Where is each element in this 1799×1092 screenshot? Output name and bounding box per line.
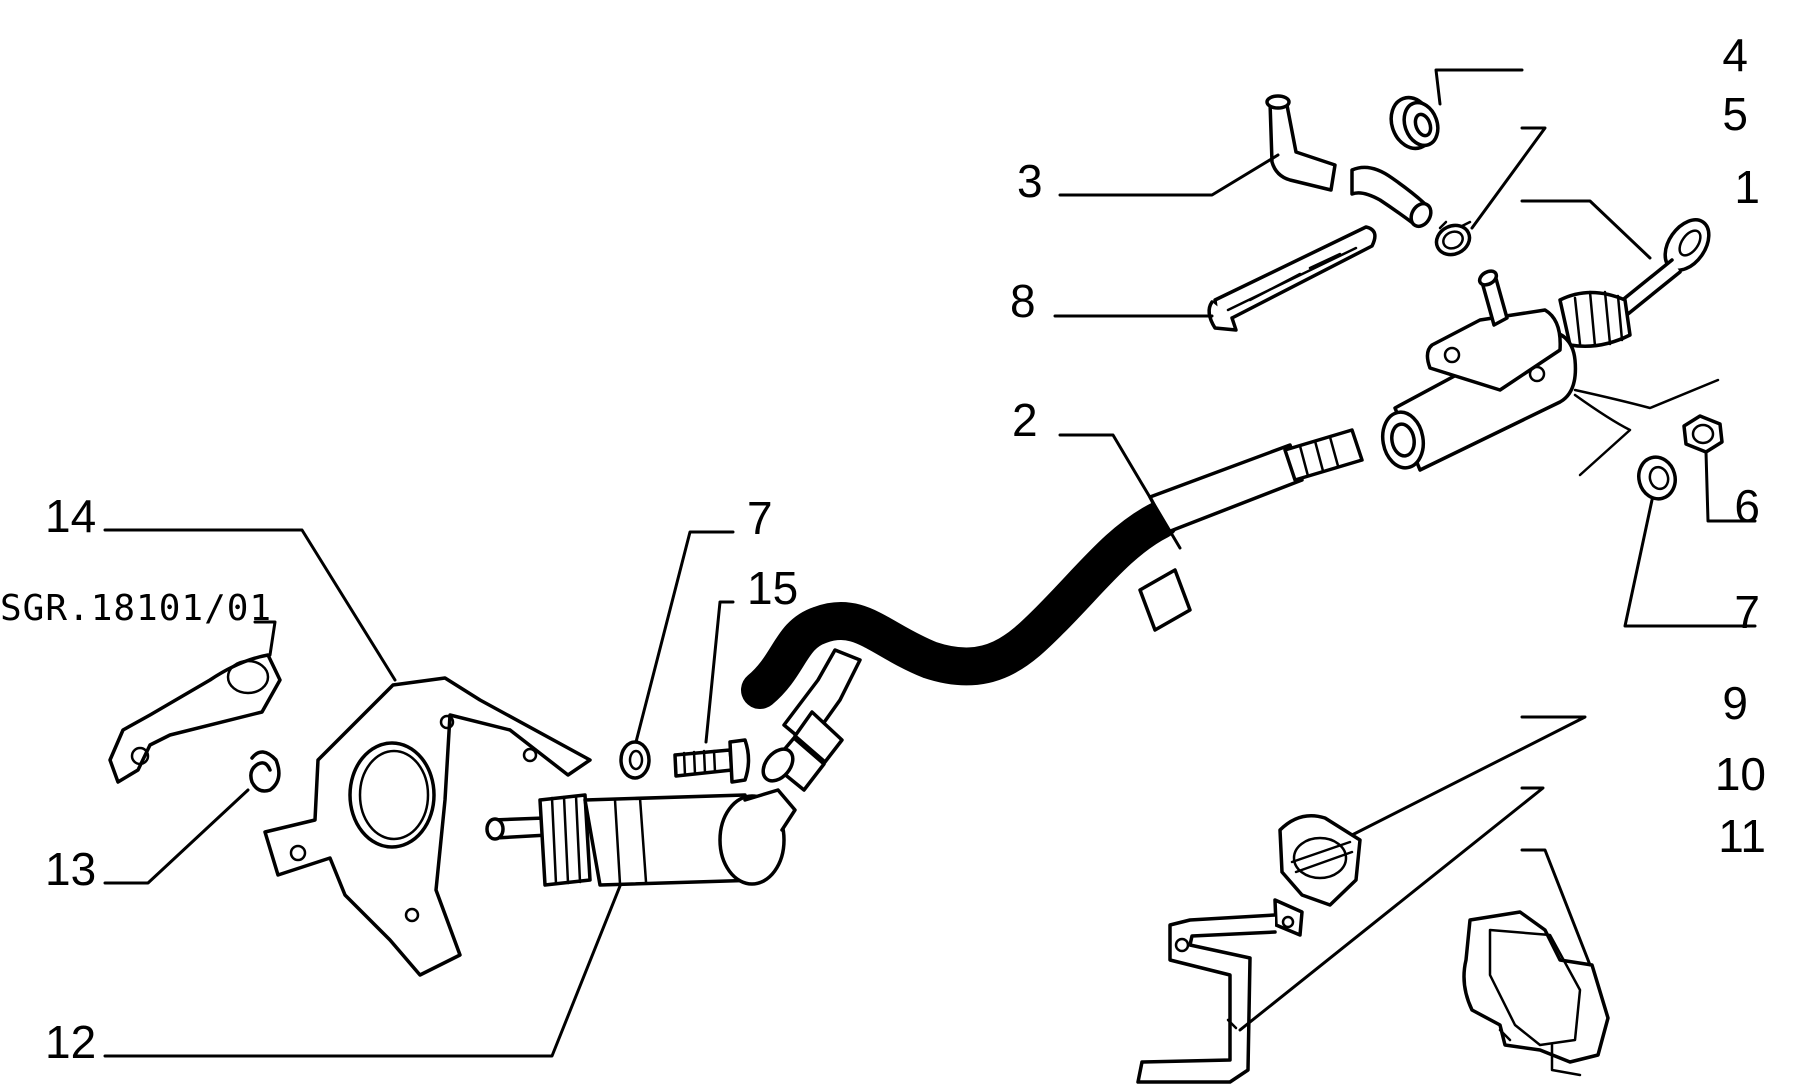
part-7-washer-middle[interactable] (619, 740, 651, 780)
sgr-18101-01-release-lever[interactable] (108, 653, 282, 784)
part-4-grommet[interactable] (1384, 92, 1443, 155)
callout-6: 6 (1734, 480, 1760, 532)
part-15-bleed-screw[interactable] (673, 738, 751, 784)
part-11-cover[interactable] (1462, 910, 1610, 1077)
callout-5: 5 (1722, 88, 1748, 140)
callout-7-middle: 7 (747, 492, 773, 544)
part-6-nut[interactable] (1682, 414, 1724, 454)
part-10-mounting-bracket[interactable] (1136, 898, 1304, 1084)
callout-9: 9 (1722, 677, 1748, 729)
callout-1: 1 (1734, 161, 1760, 213)
leader-lines (103, 68, 1757, 1058)
part-8-insulating-sleeve[interactable] (1207, 225, 1377, 332)
callout-12: 12 (45, 1016, 96, 1068)
part-5-hose-clamp[interactable] (1432, 220, 1475, 260)
reference-code-label: SGR.18101/01 (0, 588, 272, 629)
part-9-hose-clip[interactable] (1278, 814, 1362, 907)
part-14-bracket[interactable] (263, 676, 592, 977)
callout-2: 2 (1012, 394, 1038, 446)
callout-8: 8 (1010, 275, 1036, 327)
part-2-hydraulic-hose[interactable] (741, 428, 1364, 792)
callout-14: 14 (45, 490, 96, 542)
callout-3: 3 (1017, 155, 1043, 207)
part-7-washer-right[interactable] (1634, 453, 1680, 503)
part-1-master-cylinder[interactable] (1378, 212, 1720, 477)
part-3-bent-tube[interactable] (1265, 94, 1435, 230)
callout-4: 4 (1722, 29, 1748, 81)
callout-13: 13 (45, 843, 96, 895)
part-13-spring-clip[interactable] (249, 750, 281, 793)
callout-11: 11 (1718, 810, 1766, 862)
callout-7-right: 7 (1734, 586, 1760, 638)
callout-15: 15 (747, 562, 798, 614)
part-12-slave-cylinder[interactable] (485, 788, 797, 887)
callout-labels: 4 5 3 1 8 2 6 7 7 15 14 9 10 11 13 12 SG… (0, 29, 1766, 1068)
callout-10: 10 (1715, 748, 1766, 800)
